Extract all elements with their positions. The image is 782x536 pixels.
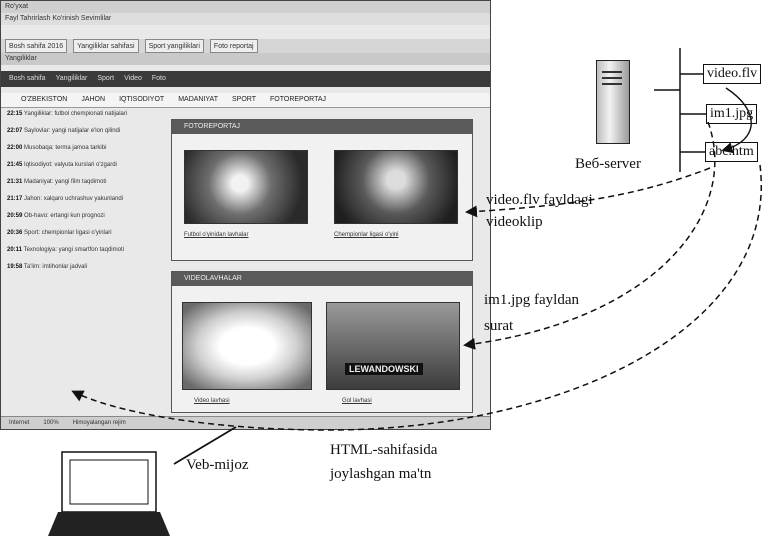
nav-link[interactable]: Video [124,75,142,82]
news-time: 20:59 [7,213,23,219]
news-text[interactable]: Musobaqa: terma jamoa tarkibi [24,145,107,151]
category-link[interactable]: MADANIYAT [178,96,218,103]
news-text[interactable]: Ob-havo: ertangi kun prognozi [24,213,105,219]
favorite-link[interactable]: Sport yangiliklari [144,39,204,53]
laptop-screen [61,451,157,513]
news-text[interactable]: Ta'lim: imtihonlar jadvali [23,264,88,270]
favorites-bar: Bosh sahifa 2016 Yangiliklar sahifasi Sp… [1,39,490,53]
news-text[interactable]: Texnologiya: yangi smartfon taqdimoti [23,247,124,253]
video-panel: VIDEOLAVHALAR LEWANDOWSKI Video lavhasi … [171,271,473,413]
news-item[interactable]: 20:59 Ob-havo: ertangi kun prognozi [7,213,167,220]
news-time: 21:45 [7,162,23,168]
file-html: abc.htm [705,142,758,162]
news-item[interactable]: 19:58 Ta'lim: imtihonlar jadvali [7,264,167,271]
favorite-link[interactable]: Yangiliklar sahifasi [73,39,139,53]
photo-caption[interactable]: Futbol o'yinidan lavhalar [184,232,249,238]
nav-link[interactable]: Bosh sahifa [9,75,46,82]
news-item[interactable]: 21:45 Iqtisodiyot: valyuta kurslari o'zg… [7,162,167,169]
news-text[interactable]: Jahon: xalqaro uchrashuv yakunlandi [24,196,124,202]
photo-thumbnail[interactable] [334,150,458,224]
html-label-line1: HTML-sahifasida [330,442,438,458]
photo-panel: FOTOREPORTAJ Futbol o'yinidan lavhalar C… [171,119,473,261]
status-text: Internet [9,420,30,426]
nav-link[interactable]: Sport [97,75,115,82]
news-item[interactable]: 20:36 Sport: chempionlar ligasi o'yinlar… [7,230,167,237]
news-item[interactable]: 22:07 Saylovlar: yangi natijalar e'lon q… [7,128,167,135]
menu-bar[interactable]: Fayl Tahrirlash Ko'rinish Sevimlilar [1,13,490,25]
video-player[interactable] [182,302,312,390]
news-item[interactable]: 22:00 Musobaqa: terma jamoa tarkibi [7,145,167,152]
image-label-line2: surat [484,318,514,334]
laptop-display [69,459,149,505]
video-label-line2: videoklip [486,214,543,230]
video-caption[interactable]: Video lavhasi [194,398,230,404]
browser-screenshot: Ro'yxat Fayl Tahrirlash Ko'rinish Seviml… [0,0,491,430]
news-text[interactable]: Madaniyat: yangi film taqdimoti [24,179,107,185]
news-list: 22:15 Yangiliklar: futbol chempionati na… [7,111,167,281]
news-item[interactable]: 20:11 Texnologiya: yangi smartfon taqdim… [7,247,167,254]
news-text[interactable]: Saylovlar: yangi natijalar e'lon qilindi [24,128,121,134]
category-link[interactable]: IQTISODIYOT [119,96,165,103]
news-time: 21:17 [7,196,23,202]
news-item[interactable]: 21:31 Madaniyat: yangi film taqdimoti [7,179,167,186]
category-bar: O'ZBEKISTON JAHON IQTISODIYOT MADANIYAT … [1,93,490,108]
news-text[interactable]: Iqtisodiyot: valyuta kurslari o'zgardi [24,162,117,168]
server-icon [596,60,630,144]
category-link[interactable]: FOTOREPORTAJ [270,96,327,103]
status-text: Himoyalangan rejim [72,420,126,426]
tab-strip[interactable]: Yangiliklar [1,53,490,65]
video-panel-title: VIDEOLAVHALAR [172,272,472,286]
news-time: 21:31 [7,179,23,185]
nav-link[interactable]: Foto [151,75,166,82]
news-text[interactable]: Yangiliklar: futbol chempionati natijala… [23,111,128,117]
site-nav: Bosh sahifa Yangiliklar Sport Video Foto [1,71,490,87]
favorite-link[interactable]: Foto reportaj [209,39,258,53]
news-time: 20:11 [7,247,23,253]
client-label: Veb-mijoz [186,457,249,473]
laptop-keyboard [48,512,170,536]
video-label-line1: video.flv fayldagi [486,192,593,208]
photo-caption[interactable]: Chempionlar ligasi o'yini [334,232,399,238]
news-time: 22:00 [7,145,23,151]
zoom-level: 100% [43,420,59,426]
image-label-line1: im1.jpg fayldan [484,292,579,308]
html-label-line2: joylashgan ma'tn [330,466,432,482]
file-image: im1.jpg [706,104,758,124]
video-caption[interactable]: Gol lavhasi [342,398,372,404]
status-bar: Internet 100% Himoyalangan rejim [1,416,490,429]
category-link[interactable]: SPORT [232,96,256,103]
server-label: Веб-server [575,156,641,172]
window-title: Ro'yxat [1,1,490,13]
photo-panel-title: FOTOREPORTAJ [172,120,472,134]
news-item[interactable]: 21:17 Jahon: xalqaro uchrashuv yakunland… [7,196,167,203]
news-time: 22:07 [7,128,23,134]
news-time: 19:58 [7,264,23,270]
news-time: 22:15 [7,111,23,117]
news-text[interactable]: Sport: chempionlar ligasi o'yinlari [24,230,112,236]
favorite-link[interactable]: Bosh sahifa 2016 [5,39,68,53]
nav-link[interactable]: Yangiliklar [55,75,88,82]
news-time: 20:36 [7,230,23,236]
video-player[interactable]: LEWANDOWSKI [326,302,460,390]
category-link[interactable]: O'ZBEKISTON [21,96,68,103]
video-banner: LEWANDOWSKI [345,363,423,375]
category-link[interactable]: JAHON [81,96,106,103]
file-video: video.flv [703,64,762,84]
photo-thumbnail[interactable] [184,150,308,224]
news-item[interactable]: 22:15 Yangiliklar: futbol chempionati na… [7,111,167,118]
